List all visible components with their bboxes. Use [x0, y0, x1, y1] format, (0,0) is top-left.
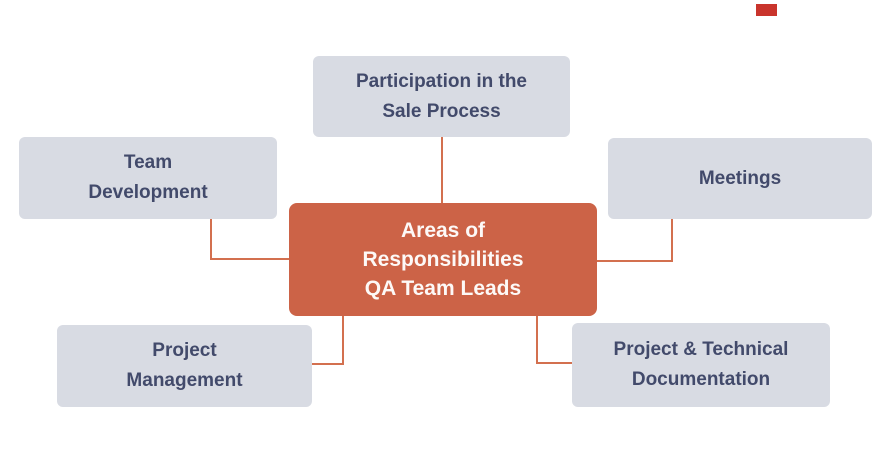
connector-right-vertical: [671, 219, 673, 262]
node-project-technical-documentation: Project & Technical Documentation: [572, 323, 830, 407]
node-center-areas-of-responsibilities: Areas of Responsibilities QA Team Leads: [289, 203, 597, 316]
node-label-line: Participation in the: [355, 70, 528, 92]
node-label-line: Documentation: [631, 369, 771, 390]
node-team-development: Team Development: [19, 137, 277, 219]
connector-bottom-left-horizontal: [312, 363, 344, 365]
node-label-line: Management: [126, 370, 243, 391]
center-label-line: QA Team Leads: [364, 277, 522, 300]
node-label-line: Development: [88, 182, 208, 203]
corner-red-mark: [756, 4, 777, 16]
connector-right-horizontal: [597, 260, 673, 262]
node-label-line: Meetings: [698, 167, 782, 189]
node-label-line: Sale Process: [382, 100, 501, 122]
connector-left-vertical: [210, 219, 212, 260]
node-participation-sale-process: Participation in the Sale Process: [313, 56, 570, 137]
node-project-management: Project Management: [57, 325, 312, 407]
node-label-line: Team: [123, 152, 173, 173]
connector-bottom-left-vertical: [342, 316, 344, 365]
center-label-line: Areas of: [400, 219, 486, 242]
node-meetings: Meetings: [608, 138, 872, 219]
center-label-line: Responsibilities: [362, 248, 524, 271]
node-label-line: Project: [152, 340, 217, 361]
connector-left-horizontal: [210, 258, 290, 260]
node-label-line: Project & Technical: [613, 339, 789, 360]
connector-bottom-right-horizontal: [536, 362, 572, 364]
connector-bottom-right-vertical: [536, 316, 538, 364]
connector-top-vertical: [441, 137, 443, 203]
